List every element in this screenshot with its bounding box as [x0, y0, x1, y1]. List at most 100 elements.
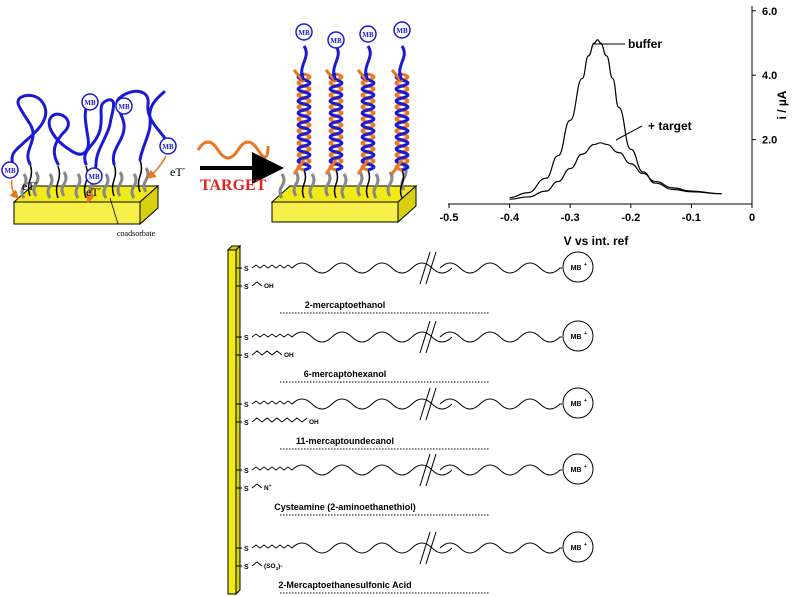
y-tick-label: 6.0	[762, 6, 777, 18]
probe-chain	[251, 464, 453, 476]
mb-plus-tag: MB+	[562, 531, 594, 563]
surface-row: S S MB+ OH 11-mercaptoundecanol	[236, 387, 594, 450]
et-labels: eT- eT- eT-	[22, 164, 186, 199]
coadsorbate-label: coadsorbate	[117, 229, 156, 238]
gold-surface-bar	[227, 249, 237, 595]
s-label: S	[244, 546, 249, 553]
s-label: S	[244, 468, 249, 475]
x-tick-label: 0	[749, 212, 755, 224]
mb-redox-tag: MB	[393, 21, 411, 39]
svg-text:+: +	[584, 542, 587, 548]
compound-name: Cysteamine (2-aminoethanethiol)	[274, 502, 416, 512]
coadsorbate-chain	[251, 561, 263, 567]
probe-chain	[251, 398, 453, 410]
probe-chain	[251, 542, 453, 554]
terminal-group: OH	[264, 283, 274, 290]
mb-redox-tags-left: MB MB MB MB MB	[1, 93, 177, 185]
svg-text:MB: MB	[362, 31, 374, 39]
x-axis-label: V vs int. ref	[564, 234, 630, 248]
x-tick-label: -0.1	[682, 212, 701, 224]
s-label: S	[244, 486, 249, 493]
s-label: S	[244, 284, 249, 291]
svg-text:eT-: eT-	[170, 164, 186, 179]
svg-text:+: +	[584, 464, 587, 470]
duplex-probe: MB	[324, 31, 345, 199]
series-line-buffer	[509, 39, 722, 199]
surface-row: S S MB+ N+ Cysteamine (2-aminoethanethiol)	[236, 453, 594, 516]
s-label: S	[244, 420, 249, 427]
surface-row: S S MB+ OH 2-mercaptoethanol	[236, 251, 594, 314]
svg-text:MB: MB	[571, 265, 582, 272]
buffer-annotation: buffer	[628, 37, 662, 51]
svg-text:eT-: eT-	[86, 184, 102, 199]
unbound-probe-scheme: MB MB MB MB MB eT- eT- eT- coadsorbate	[1, 89, 186, 238]
compound-name: 2-mercaptoethanol	[305, 300, 386, 310]
s-label: S	[244, 335, 249, 342]
terminal-group: (SO3)-	[264, 563, 282, 571]
duplex-probes: MB MB MB MB	[292, 21, 411, 199]
coadsorbate-chain	[251, 350, 283, 356]
mb-plus-tag: MB+	[562, 251, 594, 283]
surface-row: S S MB+ (SO3)- 2-Mercaptoethanesulfonic Acid	[236, 531, 594, 594]
svg-text:MB: MB	[88, 173, 100, 181]
terminal-group: OH	[309, 419, 319, 426]
compound-name: 11-mercaptoundecanol	[296, 436, 394, 446]
surface-row: S S MB+ OH 6-mercaptohexanol	[236, 320, 594, 383]
mb-redox-tag: MB	[359, 25, 377, 43]
mb-redox-tag: MB	[327, 31, 345, 49]
mb-plus-tag: MB+	[562, 387, 594, 419]
target-annotation: + target	[648, 119, 692, 133]
coadsorbate-chain	[251, 281, 263, 287]
svg-text:MB: MB	[298, 29, 310, 37]
probe-chain	[251, 331, 453, 343]
coadsorbate-chain	[251, 417, 308, 423]
unbound-dna-strands	[10, 89, 168, 180]
probe-chain	[251, 262, 453, 274]
svg-text:MB: MB	[571, 401, 582, 408]
duplex-probe: MB	[292, 23, 313, 199]
x-tick-label: -0.4	[500, 212, 520, 224]
svg-text:MB: MB	[571, 545, 582, 552]
y-tick-label: 2.0	[762, 135, 777, 147]
mb-plus-tag: MB+	[562, 320, 594, 352]
s-label: S	[244, 353, 249, 360]
svg-text:+: +	[584, 398, 587, 404]
x-tick-label: -0.3	[561, 212, 580, 224]
mb-redox-tag: MB	[295, 23, 313, 41]
compound-name: 6-mercaptohexanol	[304, 369, 387, 379]
series-line-target	[509, 142, 722, 200]
y-tick-label: 4.0	[762, 70, 777, 82]
svg-text:eT-: eT-	[22, 178, 38, 193]
x-tick-label: -0.5	[440, 212, 459, 224]
s-label: S	[244, 266, 249, 273]
svg-text:MB: MB	[162, 143, 174, 151]
duplex-probe: MB	[356, 25, 377, 199]
target-label: TARGET	[200, 177, 267, 194]
bound-probe-scheme: MB MB MB MB	[270, 21, 418, 224]
target-addition: TARGET	[196, 140, 284, 194]
s-label: S	[244, 564, 249, 571]
svg-text:MB: MB	[571, 334, 582, 341]
x-tick-label: -0.2	[621, 212, 640, 224]
electron-transfer-arrows	[9, 155, 167, 204]
svg-text:+: +	[584, 331, 587, 337]
mb-plus-tag: MB+	[562, 453, 594, 485]
target-strand	[196, 140, 270, 160]
svg-text:MB: MB	[571, 467, 582, 474]
duplex-probe: MB	[390, 21, 411, 199]
terminal-group: OH	[284, 352, 294, 359]
svg-text:MB: MB	[396, 27, 408, 35]
terminal-group: N+	[264, 483, 272, 492]
s-label: S	[244, 402, 249, 409]
svg-text:MB: MB	[118, 103, 130, 111]
svg-text:MB: MB	[330, 37, 342, 45]
surface-chemistry-panel: SSMB+OH2-mercaptoethanolSSMB+OH6-mercapt…	[226, 244, 594, 596]
compound-name: 2-Mercaptoethanesulfonic Acid	[278, 580, 411, 590]
coadsorbate-chain	[251, 483, 263, 489]
svg-text:MB: MB	[4, 167, 16, 175]
svg-text:+: +	[584, 262, 587, 268]
voltammogram: -0.5 -0.4 -0.3 -0.2 -0.1 0 2.0 4.0 6.0 V vs int…	[440, 6, 789, 248]
svg-text:MB: MB	[84, 99, 96, 107]
y-axis-label: i / µA	[775, 90, 789, 119]
